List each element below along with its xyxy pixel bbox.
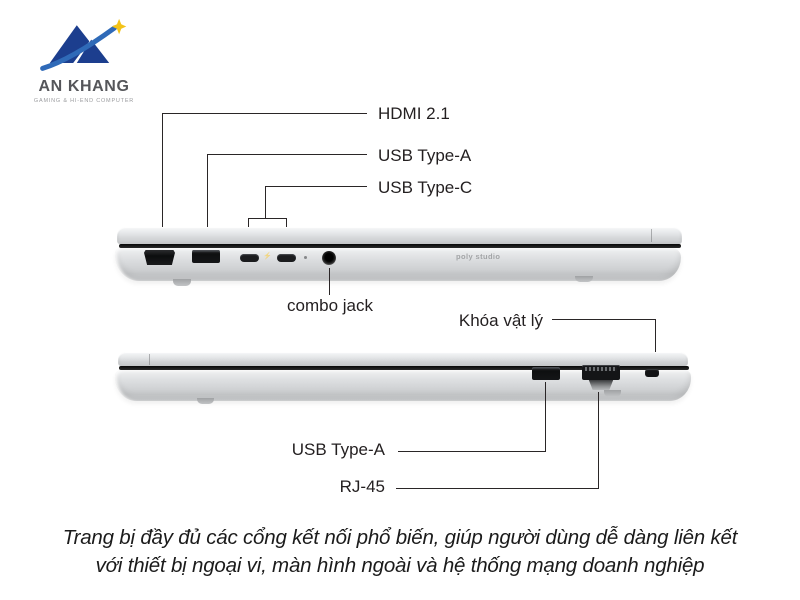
laptop-right-side-view: [115, 350, 693, 410]
lock-callout-line: [552, 319, 656, 368]
laptop2-foot-left: [197, 398, 214, 404]
combo-jack-port-icon: [322, 251, 336, 265]
combo-jack-callout-line: [329, 268, 332, 295]
usb-a-left-callout-line: [207, 154, 367, 251]
laptop1-foot-right: [575, 276, 593, 282]
laptop2-lid-seam: [149, 354, 150, 365]
brand-name: AN KHANG: [38, 78, 130, 95]
usb-c-port-1-icon: [240, 254, 259, 262]
kensington-lock-slot-icon: [645, 369, 659, 377]
caption-line-1: Trang bị đầy đủ các cổng kết nối phổ biế…: [62, 526, 738, 549]
laptop2-lid: [118, 352, 688, 366]
charge-led-icon: [304, 256, 307, 259]
usb-c-port-2-icon: [277, 254, 296, 262]
caption: Trang bị đầy đủ các cổng kết nối phổ biế…: [0, 524, 800, 581]
label-combo-jack: combo jack: [287, 296, 373, 315]
label-lock: Khóa vật lý: [458, 311, 543, 330]
label-rj45: RJ-45: [339, 477, 385, 496]
hdmi-port-icon: [144, 250, 175, 265]
laptop1-lid: [117, 227, 682, 244]
brand-tagline: GAMING & HI-END COMPUTER: [33, 98, 135, 104]
rj45-callout-line: [396, 392, 599, 489]
hdmi-callout-line: [162, 113, 367, 249]
an-khang-logo-icon: [40, 18, 127, 71]
laptop1-foot-left: [173, 279, 191, 286]
usb-c-callout-stem: [265, 186, 367, 219]
label-usb-a-right: USB Type-A: [291, 440, 385, 459]
rj45-jaw: [588, 380, 614, 390]
label-hdmi: HDMI 2.1: [378, 104, 450, 123]
laptop1-lid-seam: [651, 229, 652, 242]
laptop2-hinge-gap: [119, 366, 689, 370]
rj45-port-icon: [582, 365, 620, 380]
an-khang-logo: AN KHANG GAMING & HI-END COMPUTER: [24, 18, 144, 104]
usb-a-port-right-icon: [532, 367, 560, 380]
rj45-pins: [585, 367, 617, 371]
laptop-left-side-view: ⚡ poly studio: [115, 227, 687, 289]
caption-line-2: với thiết bị ngoại vi, màn hình ngoài và…: [95, 554, 705, 578]
label-usb-c: USB Type-C: [378, 178, 473, 197]
usb-speed-icon: ⚡: [263, 253, 272, 260]
usb-a-port-icon: [192, 250, 220, 263]
poly-studio-branding: poly studio: [456, 252, 501, 261]
laptop2-foot-right: [604, 390, 621, 397]
label-usb-a-left: USB Type-A: [378, 146, 472, 165]
usb-a-right-callout-line: [398, 382, 546, 452]
laptop1-hinge-gap: [119, 244, 681, 248]
